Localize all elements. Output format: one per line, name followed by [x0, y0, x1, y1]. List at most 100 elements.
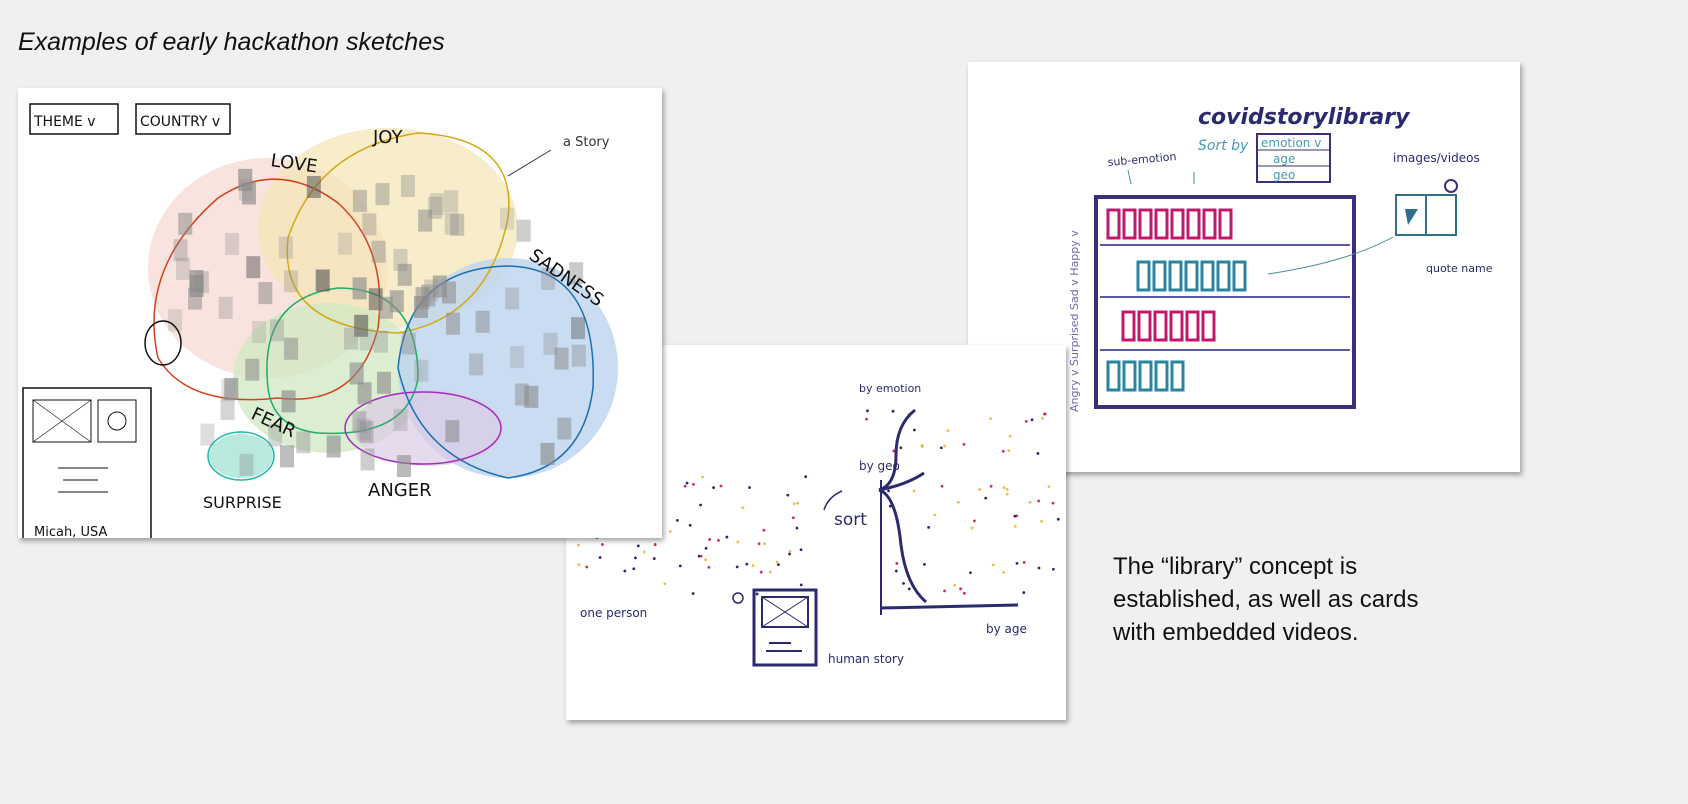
caption-line: established, as well as cards — [1113, 586, 1419, 613]
story-dot — [912, 489, 916, 493]
story-dot — [707, 566, 711, 569]
story-dot — [923, 562, 926, 566]
emotion-map-sketch: THEME v COUNTRY v LOVE JOY SADNESS FEAR … — [18, 88, 662, 538]
story-dot — [989, 417, 992, 421]
story-dot — [939, 446, 943, 450]
story-dot — [791, 516, 795, 520]
book-spine — [1122, 208, 1137, 240]
story-tile — [373, 330, 388, 353]
story-tile — [296, 431, 311, 454]
story-dot — [927, 525, 930, 529]
story-dot — [1040, 519, 1043, 523]
story-dot — [792, 502, 796, 506]
story-tile — [280, 445, 295, 468]
story-tile — [359, 328, 374, 351]
story-dot — [1037, 499, 1041, 503]
story-tile — [173, 239, 188, 262]
story-dot — [943, 444, 946, 448]
library-title: covidstorylibrary — [1198, 105, 1411, 130]
story-dot — [920, 445, 924, 448]
story-dot — [972, 519, 976, 523]
book-spine — [1201, 310, 1216, 342]
sort-option: emotion v — [1261, 136, 1321, 150]
book-spine — [1216, 260, 1231, 292]
story-dot — [1002, 571, 1005, 574]
story-tile — [430, 193, 445, 216]
story-dot — [768, 570, 772, 574]
page-heading: Examples of early hackathon sketches — [18, 28, 445, 56]
story-dot — [704, 558, 708, 562]
story-tile — [168, 309, 183, 332]
book-spine — [1202, 208, 1217, 240]
by-age-label: by age — [986, 622, 1027, 636]
story-dot — [678, 564, 682, 568]
story-dot — [895, 561, 899, 565]
story-dot — [1043, 412, 1046, 416]
story-dot — [991, 563, 995, 567]
story-dot — [642, 550, 646, 554]
story-tile — [200, 423, 215, 446]
card-name-label: Micah, USA — [34, 525, 107, 538]
story-dot — [1030, 418, 1034, 422]
book-spine — [1232, 260, 1247, 292]
story-dot — [1008, 434, 1012, 438]
story-dot — [741, 506, 745, 510]
book-spine — [1121, 310, 1136, 342]
story-dot — [675, 518, 679, 522]
story-dot — [751, 564, 755, 567]
story-tile — [344, 327, 359, 350]
story-tile — [375, 183, 390, 206]
story-dot — [691, 483, 695, 486]
human-story-label: human story — [828, 652, 904, 666]
story-tile — [540, 442, 555, 465]
story-dot — [1015, 561, 1019, 565]
story-dot — [1005, 488, 1009, 491]
story-dot — [699, 503, 703, 507]
book-spine — [1137, 310, 1152, 342]
story-tile — [189, 270, 204, 293]
story-dot — [1013, 514, 1017, 518]
story-tile — [570, 317, 585, 340]
story-dot — [735, 565, 739, 569]
story-dot — [902, 581, 905, 585]
book-spine — [1200, 260, 1215, 292]
story-tile — [352, 411, 367, 434]
story-tile — [510, 346, 525, 369]
story-dot — [959, 587, 962, 591]
a-story-label: a Story — [563, 135, 610, 150]
story-dot — [795, 526, 799, 530]
story-dot — [799, 583, 803, 587]
story-dot — [577, 543, 581, 547]
story-tile — [475, 310, 490, 333]
story-tile — [450, 213, 465, 236]
book-spine — [1184, 260, 1199, 292]
story-dot — [1005, 492, 1009, 496]
story-dot — [912, 428, 916, 432]
story-tile — [281, 390, 296, 413]
story-tile — [541, 267, 556, 290]
story-tile — [359, 420, 374, 443]
story-tile — [516, 219, 531, 242]
story-dot — [685, 481, 689, 485]
story-dot — [745, 562, 749, 566]
story-dot — [1024, 419, 1028, 423]
story-dot — [969, 571, 972, 575]
story-dot — [907, 587, 911, 591]
story-tile — [352, 189, 367, 212]
story-dot — [892, 449, 896, 453]
theme-filter-sketch — [29, 103, 119, 135]
story-tile — [178, 212, 193, 235]
story-dot — [1002, 486, 1006, 490]
story-dot — [962, 442, 966, 446]
story-tile — [225, 232, 240, 255]
book-spine — [1154, 360, 1169, 392]
one-person-label: one person — [580, 606, 647, 620]
story-tile — [418, 209, 433, 232]
story-tile — [258, 282, 273, 305]
story-dot — [894, 569, 898, 573]
story-dot — [786, 493, 790, 497]
book-spine — [1138, 360, 1153, 392]
book-spine — [1168, 260, 1183, 292]
story-dot — [632, 567, 636, 571]
story-dot — [1051, 567, 1055, 571]
